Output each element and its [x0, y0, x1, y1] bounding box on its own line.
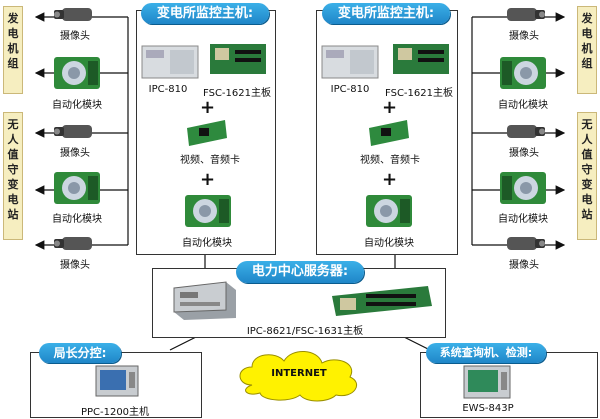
left-auto-module-label: 自动化模块 [182, 238, 232, 249]
camera-icon [503, 234, 547, 254]
panel-pc-icon [94, 364, 140, 398]
right-device-label-2: 自动化模块 [498, 100, 548, 111]
left-ipc-label: IPC-810 [148, 84, 188, 95]
left-av-card-label: 视频、音频卡 [180, 155, 240, 166]
right-auto-module-label: 自动化模块 [364, 238, 414, 249]
av-card-icon [185, 118, 229, 148]
right-device-label-3: 摄像头 [509, 148, 539, 159]
right-device-label-1: 摄像头 [509, 31, 539, 42]
left-device-label-1: 摄像头 [60, 31, 90, 42]
center-board-label: IPC-8621/FSC-1631主板 [246, 326, 364, 337]
query-title: 系统查询机、检测: [426, 343, 546, 363]
side-label-right-top: 发电机组 [577, 6, 597, 94]
left-device-label-4: 自动化模块 [52, 214, 102, 225]
motherboard-icon [209, 42, 267, 76]
ipc-chassis-icon [140, 40, 200, 80]
internet-label: INTERNET [271, 368, 327, 379]
left-device-label-5: 摄像头 [60, 260, 90, 271]
bureau-device-label: PPC-1200主机 [80, 407, 150, 418]
automation-module-icon [364, 192, 414, 230]
center-title: 电力中心服务器: [236, 261, 364, 283]
plus-sign: + [382, 97, 398, 118]
left-device-label-2: 自动化模块 [52, 100, 102, 111]
right-device-label-4: 自动化模块 [498, 214, 548, 225]
internet-cloud: INTERNET [232, 345, 366, 403]
plus-sign: + [200, 169, 216, 190]
workstation-icon [462, 364, 512, 400]
automation-module-icon [498, 168, 548, 208]
ipc-chassis-icon [320, 40, 380, 80]
automation-module-icon [52, 53, 102, 93]
bureau-title: 局长分控: [39, 343, 121, 363]
camera-icon [52, 5, 96, 25]
query-device-label: EWS-843P [462, 403, 514, 414]
camera-icon [503, 5, 547, 25]
right-device-label-5: 摄像头 [509, 260, 539, 271]
right-ipc-label: IPC-810 [330, 84, 370, 95]
server-chassis-icon [170, 278, 240, 322]
camera-icon [52, 234, 96, 254]
motherboard-icon [330, 284, 434, 318]
camera-icon [52, 122, 96, 142]
av-card-icon [367, 118, 411, 148]
camera-icon [503, 122, 547, 142]
right-station-title: 变电所监控主机: [322, 3, 450, 24]
right-board-label: FSC-1621主板 [385, 88, 453, 99]
motherboard-icon [392, 42, 450, 76]
left-device-label-3: 摄像头 [60, 148, 90, 159]
side-label-left-top: 发电机组 [3, 6, 23, 94]
automation-module-icon [52, 168, 102, 208]
right-av-card-label: 视频、音频卡 [360, 155, 420, 166]
automation-module-icon [498, 53, 548, 93]
left-station-title: 变电所监控主机: [141, 3, 269, 24]
plus-sign: + [200, 97, 216, 118]
side-label-right-bottom: 无人值守变电站 [577, 112, 597, 240]
side-label-left-bottom: 无人值守变电站 [3, 112, 23, 240]
plus-sign: + [382, 169, 398, 190]
automation-module-icon [183, 192, 233, 230]
left-board-label: FSC-1621主板 [203, 88, 271, 99]
